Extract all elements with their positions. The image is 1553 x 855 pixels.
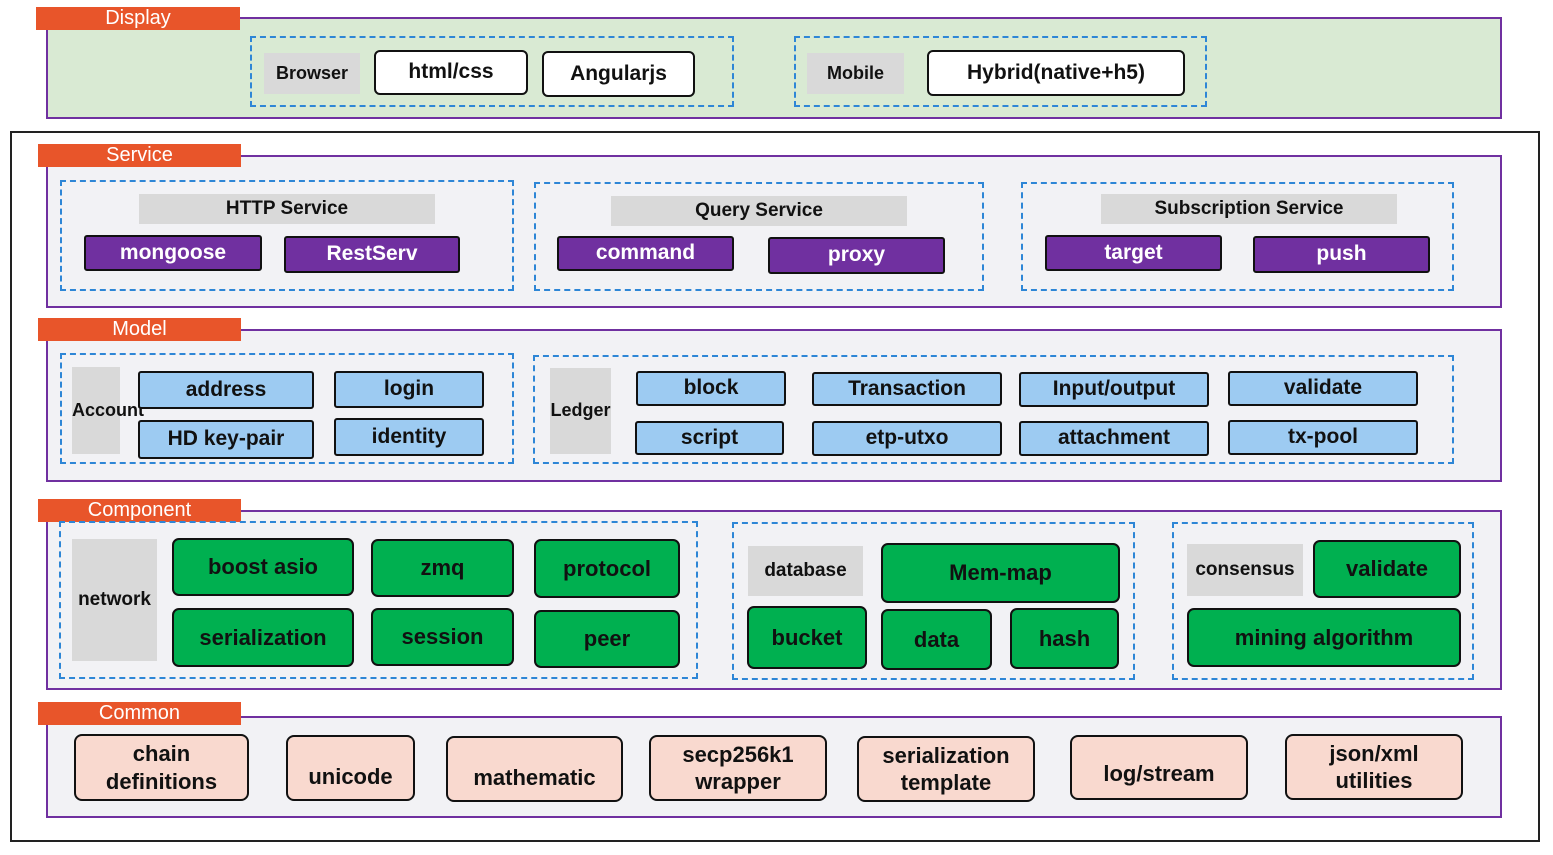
consensus-group-label: consensus bbox=[1187, 544, 1303, 596]
attachment-box: attachment bbox=[1019, 421, 1209, 456]
restserv-box: RestServ bbox=[284, 236, 460, 273]
proxy-box: proxy bbox=[768, 237, 945, 274]
ledger-group-label: Ledger bbox=[550, 368, 611, 454]
address-box: address bbox=[138, 371, 314, 409]
account-group bbox=[60, 353, 514, 464]
secp256k1-wrapper-box: secp256k1 wrapper bbox=[649, 735, 827, 801]
command-box: command bbox=[557, 236, 734, 271]
mem-map-box: Mem-map bbox=[881, 543, 1120, 603]
log-stream-box: log/stream bbox=[1070, 735, 1248, 800]
peer-box: peer bbox=[534, 610, 680, 668]
query-service-label: Query Service bbox=[611, 196, 907, 226]
query-service-group bbox=[534, 182, 984, 291]
account-group-label: Account bbox=[72, 367, 144, 454]
etp-utxo-box: etp-utxo bbox=[812, 421, 1002, 456]
validate-model-box: validate bbox=[1228, 371, 1418, 406]
service-layer-title: Service bbox=[38, 144, 241, 167]
session-box: session bbox=[371, 608, 514, 666]
data-box: data bbox=[881, 609, 992, 670]
html-css-box: html/css bbox=[374, 50, 528, 95]
browser-group bbox=[250, 36, 734, 107]
login-box: login bbox=[334, 371, 484, 408]
protocol-box: protocol bbox=[534, 539, 680, 598]
bucket-box: bucket bbox=[747, 606, 867, 669]
zmq-box: zmq bbox=[371, 539, 514, 597]
angularjs-box: Angularjs bbox=[542, 51, 695, 97]
database-group-label: database bbox=[748, 546, 863, 596]
tx-pool-box: tx-pool bbox=[1228, 420, 1418, 455]
identity-box: identity bbox=[334, 418, 484, 456]
browser-group-label: Browser bbox=[264, 53, 360, 94]
mobile-group-label: Mobile bbox=[807, 53, 904, 94]
push-box: push bbox=[1253, 236, 1430, 273]
serialization-box: serialization bbox=[172, 608, 354, 667]
boost-asio-box: boost asio bbox=[172, 538, 354, 596]
unicode-box: unicode bbox=[286, 735, 415, 801]
http-service-group bbox=[60, 180, 514, 291]
chain-definitions-box: chain definitions bbox=[74, 734, 249, 801]
subscription-service-group bbox=[1021, 182, 1454, 291]
http-service-label: HTTP Service bbox=[139, 194, 435, 224]
mining-algorithm-box: mining algorithm bbox=[1187, 608, 1461, 667]
block-box: block bbox=[636, 371, 786, 406]
subscription-service-label: Subscription Service bbox=[1101, 194, 1397, 224]
json-xml-utilities-box: json/xml utilities bbox=[1285, 734, 1463, 800]
validate-consensus-box: validate bbox=[1313, 540, 1461, 598]
mathematic-box: mathematic bbox=[446, 736, 623, 802]
consensus-group bbox=[1172, 522, 1474, 680]
model-layer-title: Model bbox=[38, 318, 241, 341]
hybrid-box: Hybrid(native+h5) bbox=[927, 50, 1185, 96]
target-box: target bbox=[1045, 235, 1222, 271]
display-layer-title: Display bbox=[36, 7, 240, 30]
mobile-group bbox=[794, 36, 1207, 107]
network-group-label: network bbox=[72, 539, 157, 661]
mongoose-box: mongoose bbox=[84, 235, 262, 271]
hash-box: hash bbox=[1010, 608, 1119, 669]
network-group bbox=[59, 521, 698, 679]
ledger-group bbox=[533, 355, 1454, 464]
input-output-box: Input/output bbox=[1019, 372, 1209, 407]
transaction-box: Transaction bbox=[812, 372, 1002, 406]
serialization-template-box: serialization template bbox=[857, 736, 1035, 802]
hd-key-pair-box: HD key-pair bbox=[138, 420, 314, 459]
script-box: script bbox=[635, 421, 784, 455]
database-group bbox=[732, 522, 1135, 680]
component-layer-title: Component bbox=[38, 499, 241, 522]
common-layer-title: Common bbox=[38, 702, 241, 725]
